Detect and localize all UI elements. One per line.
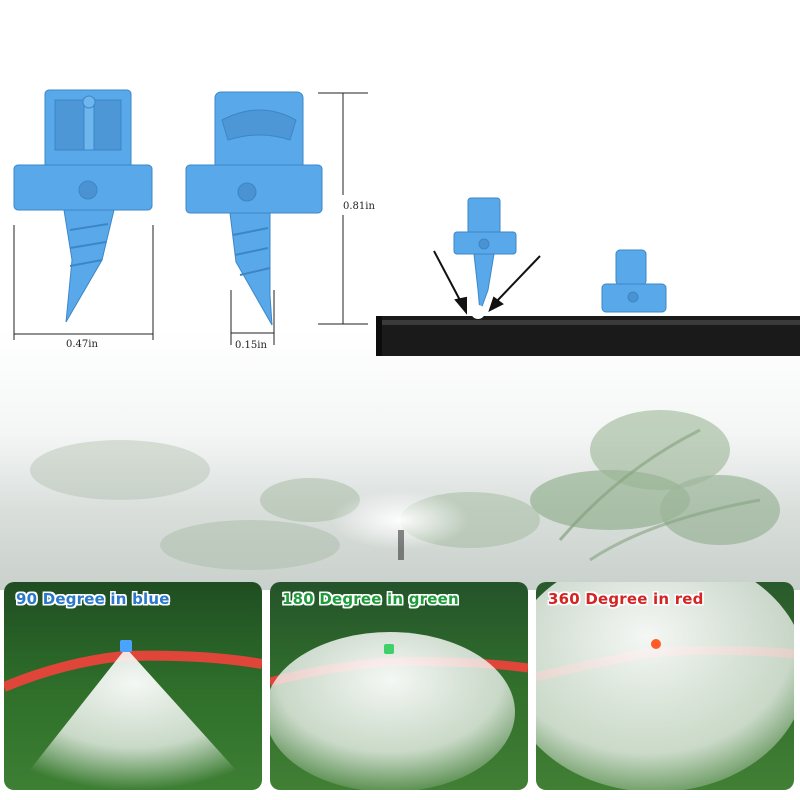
nozzle-side-view bbox=[185, 91, 323, 326]
nozzle-inserted bbox=[453, 197, 517, 313]
panel-title-90: 90 Degree in blue bbox=[16, 590, 170, 608]
tip-dimension-label: 0.15in bbox=[235, 340, 267, 351]
spray-scene-180 bbox=[270, 582, 528, 790]
spray-panel-90: 90 Degree in blue bbox=[4, 582, 262, 790]
nozzle-front-view bbox=[13, 89, 153, 323]
height-dimension-label: 0.81in bbox=[343, 201, 375, 212]
spray-panel-360: 360 Degree in red bbox=[536, 582, 794, 790]
panel-title-360: 360 Degree in red bbox=[548, 590, 704, 608]
spray-scene-360 bbox=[536, 582, 794, 790]
insertion-arrows bbox=[433, 250, 541, 315]
dimension-lines bbox=[13, 92, 368, 345]
black-drip-pipe bbox=[376, 316, 800, 356]
panel-title-180: 180 Degree in green bbox=[282, 590, 459, 608]
spray-panel-180: 180 Degree in green bbox=[270, 582, 528, 790]
nozzle-short bbox=[601, 249, 667, 313]
spray-scene-90 bbox=[4, 582, 262, 790]
width-dimension-label: 0.47in bbox=[66, 339, 98, 350]
